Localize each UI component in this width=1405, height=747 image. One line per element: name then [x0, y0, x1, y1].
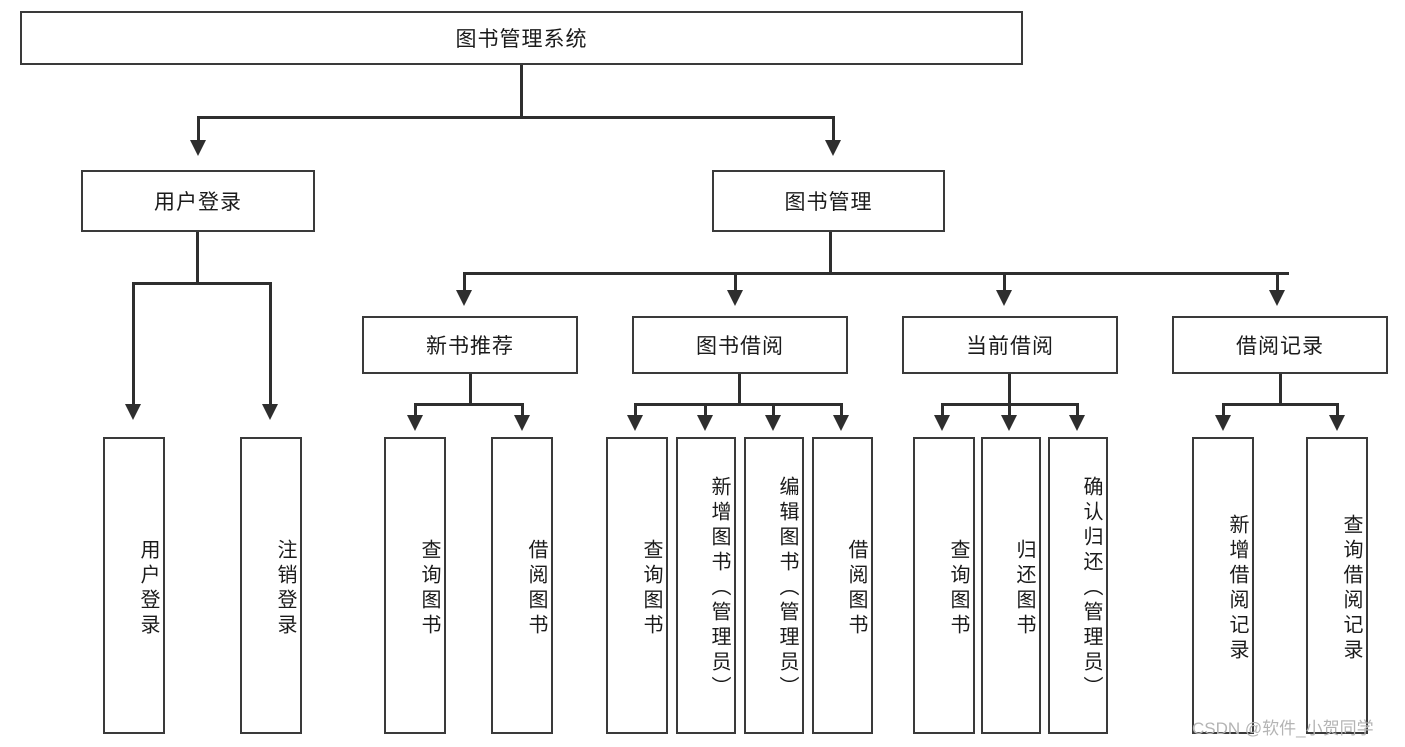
node-label: 查询图书 [640, 538, 662, 639]
leaf-book-borrow-borrow[interactable]: 借阅图书 [812, 437, 873, 734]
node-label: 归还图书 [1013, 538, 1035, 639]
node-label: 确认归还（管理员） [1080, 476, 1102, 701]
leaf-new-book-borrow[interactable]: 借阅图书 [491, 437, 553, 734]
connector-book-manage-drop-1 [463, 272, 466, 292]
arrowhead-book-borrow-leaf-3 [765, 415, 781, 431]
connector-book-manage-drop-2 [734, 272, 737, 292]
arrowhead-to-current-borrow [996, 290, 1012, 306]
connector-book-manage-drop-3 [1003, 272, 1006, 292]
node-label: 查询图书 [418, 538, 440, 639]
connector-borrow-record-drop-1 [1222, 403, 1225, 417]
connector-user-login-bus [132, 282, 269, 285]
node-borrow-record[interactable]: 借阅记录 [1172, 316, 1388, 374]
connector-root-drop-right [832, 116, 835, 142]
node-label: 新增借阅记录 [1226, 513, 1248, 664]
connector-borrow-record-stem [1279, 374, 1282, 404]
connector-book-borrow-bus [634, 403, 842, 406]
connector-current-borrow-drop-2 [1008, 403, 1011, 417]
connector-book-borrow-drop-4 [840, 403, 843, 417]
node-label: 查询图书 [947, 538, 969, 639]
connector-root-drop-left [197, 116, 200, 142]
arrowhead-borrow-record-leaf-2 [1329, 415, 1345, 431]
connector-book-manage-drop-4 [1276, 272, 1279, 292]
leaf-borrow-record-add[interactable]: 新增借阅记录 [1192, 437, 1254, 734]
connector-book-manage-stem [829, 232, 832, 274]
node-label: 当前借阅 [966, 335, 1054, 358]
node-label: 新增图书（管理员） [708, 476, 730, 701]
node-root-system[interactable]: 图书管理系统 [20, 11, 1023, 65]
connector-new-book-stem [469, 374, 472, 404]
arrowhead-current-borrow-leaf-1 [934, 415, 950, 431]
connector-new-book-drop-2 [521, 403, 524, 417]
arrowhead-to-book-borrow [727, 290, 743, 306]
connector-new-book-bus [414, 403, 524, 406]
connector-current-borrow-stem [1008, 374, 1011, 404]
node-label: 图书借阅 [696, 335, 784, 358]
arrowhead-current-borrow-leaf-2 [1001, 415, 1017, 431]
connector-book-borrow-drop-3 [772, 403, 775, 417]
arrowhead-to-new-book [456, 290, 472, 306]
leaf-book-borrow-query[interactable]: 查询图书 [606, 437, 668, 734]
connector-user-login-drop-2 [269, 282, 272, 406]
node-label: 借阅图书 [525, 538, 547, 639]
connector-borrow-record-drop-2 [1336, 403, 1339, 417]
node-book-management[interactable]: 图书管理 [712, 170, 945, 232]
csdn-watermark: CSDN @软件_小贺同学 [1192, 719, 1374, 738]
leaf-user-login-login[interactable]: 用户登录 [103, 437, 165, 734]
leaf-current-borrow-confirm[interactable]: 确认归还（管理员） [1048, 437, 1108, 734]
node-new-book-recommend[interactable]: 新书推荐 [362, 316, 578, 374]
connector-book-borrow-drop-1 [634, 403, 637, 417]
connector-book-manage-bus [463, 272, 1289, 275]
connector-book-borrow-drop-2 [704, 403, 707, 417]
arrowhead-book-borrow-leaf-2 [697, 415, 713, 431]
arrowhead-to-user-login [190, 140, 206, 156]
connector-root-bus [197, 116, 834, 119]
arrowhead-book-borrow-leaf-1 [627, 415, 643, 431]
arrowhead-current-borrow-leaf-3 [1069, 415, 1085, 431]
connector-current-borrow-drop-1 [941, 403, 944, 417]
node-label: 编辑图书（管理员） [776, 476, 798, 701]
leaf-borrow-record-query[interactable]: 查询借阅记录 [1306, 437, 1368, 734]
connector-book-borrow-stem [738, 374, 741, 404]
connector-new-book-drop-1 [414, 403, 417, 417]
leaf-new-book-query[interactable]: 查询图书 [384, 437, 446, 734]
leaf-current-borrow-query[interactable]: 查询图书 [913, 437, 975, 734]
node-label: 用户登录 [154, 191, 242, 214]
node-label: 用户登录 [137, 538, 159, 639]
node-label: 图书管理 [784, 191, 873, 214]
leaf-user-login-logout[interactable]: 注销登录 [240, 437, 302, 734]
leaf-book-borrow-edit[interactable]: 编辑图书（管理员） [744, 437, 804, 734]
connector-user-login-stem [196, 232, 199, 283]
arrowhead-borrow-record-leaf-1 [1215, 415, 1231, 431]
node-label: 图书管理系统 [455, 28, 588, 51]
arrowhead-new-book-leaf-2 [514, 415, 530, 431]
arrowhead-to-borrow-record [1269, 290, 1285, 306]
node-book-borrow[interactable]: 图书借阅 [632, 316, 848, 374]
leaf-book-borrow-add[interactable]: 新增图书（管理员） [676, 437, 736, 734]
node-label: 借阅记录 [1236, 335, 1324, 358]
arrowhead-new-book-leaf-1 [407, 415, 423, 431]
connector-root-stem [520, 65, 523, 117]
arrowhead-user-login-leaf-1 [125, 404, 141, 420]
leaf-current-borrow-return[interactable]: 归还图书 [981, 437, 1041, 734]
arrowhead-user-login-leaf-2 [262, 404, 278, 420]
node-label: 查询借阅记录 [1340, 513, 1362, 664]
node-user-login[interactable]: 用户登录 [81, 170, 315, 232]
connector-borrow-record-bus [1222, 403, 1339, 406]
node-current-borrow[interactable]: 当前借阅 [902, 316, 1118, 374]
node-label: 借阅图书 [845, 538, 867, 639]
node-label: 新书推荐 [426, 335, 514, 358]
connector-current-borrow-drop-3 [1076, 403, 1079, 417]
connector-user-login-drop-1 [132, 282, 135, 406]
arrowhead-book-borrow-leaf-4 [833, 415, 849, 431]
arrowhead-to-book-manage [825, 140, 841, 156]
node-label: 注销登录 [274, 538, 296, 639]
